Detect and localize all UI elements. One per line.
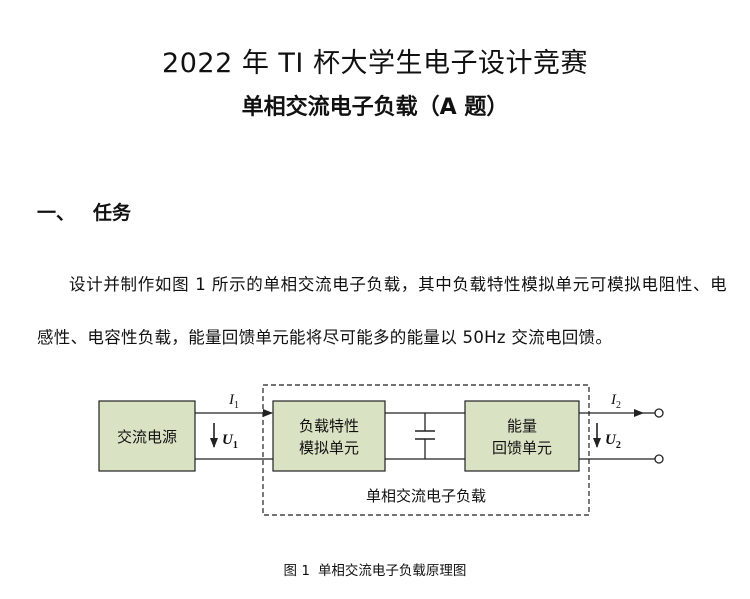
energy-feedback-label-line1: 能量 xyxy=(507,417,537,435)
page-title: 2022 年 TI 杯大学生电子设计竞赛 xyxy=(162,48,588,79)
voltage-u1-label: U1 xyxy=(222,432,238,451)
ac-source-label: 交流电源 xyxy=(117,428,177,446)
current-i1-label: I1 xyxy=(228,392,239,411)
load-simulation-label-line2: 模拟单元 xyxy=(299,439,359,457)
output-terminal-top xyxy=(654,408,664,418)
ac-source-block xyxy=(98,400,196,472)
electronic-load-label: 单相交流电子负载 xyxy=(366,487,486,505)
figure-caption-text: 单相交流电子负载原理图 xyxy=(317,563,467,579)
section-heading: 一、任务 xyxy=(37,198,131,228)
energy-feedback-block xyxy=(464,400,580,472)
figure-caption: 图 1 单相交流电子负载原理图 xyxy=(0,561,750,581)
dc-link-capacitor xyxy=(415,413,435,459)
energy-feedback-label-line2: 回馈单元 xyxy=(492,439,552,457)
load-simulation-block xyxy=(272,400,386,472)
output-terminal-bottom xyxy=(654,454,664,464)
block-diagram: 单相交流电子负载 交流电源 负载特性 模拟单元 能量 回馈单元 I1 U1 xyxy=(95,383,675,523)
section-number: 一、 xyxy=(37,202,76,224)
figure-number: 图 1 xyxy=(283,563,310,579)
task-paragraph: 设计并制作如图 1 所示的单相交流电子负载，其中负载特性模拟单元可模拟电阻性、电… xyxy=(37,275,727,347)
page-subtitle: 单相交流电子负载（A 题） xyxy=(241,95,509,120)
section-title: 任务 xyxy=(93,202,132,224)
electronic-load-dashed-box xyxy=(262,384,590,516)
block-diagram-svg: 单相交流电子负载 交流电源 负载特性 模拟单元 能量 回馈单元 I1 U1 xyxy=(98,384,664,516)
voltage-u2-label: U2 xyxy=(605,432,621,451)
current-i2-label: I2 xyxy=(610,392,621,411)
load-simulation-label-line1: 负载特性 xyxy=(299,417,359,435)
